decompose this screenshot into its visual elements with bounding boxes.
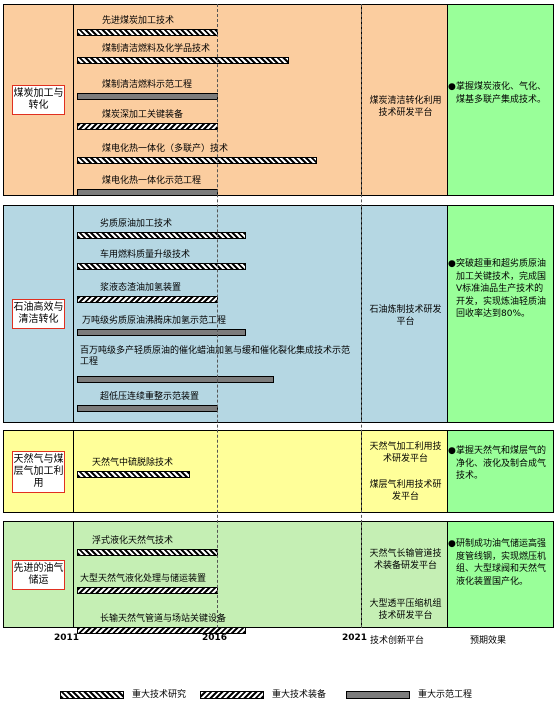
platform-text: 煤层气利用技术研发平台 [369, 480, 442, 502]
section-label: 煤炭加工与转化 [12, 85, 65, 115]
item-label: 煤电化热一体化（多联产）技术 [102, 144, 229, 154]
year-guide-2016 [217, 4, 218, 628]
timeline-bar-equip [77, 587, 218, 594]
bullet-icon: ● [448, 82, 456, 92]
section-label: 天然气与煤层气加工利用 [12, 450, 65, 493]
expected-text: ●掌握天然气和煤层气的净化、液化及制合成气技术。 [448, 446, 547, 481]
year-label-2021: 2021 [342, 633, 368, 643]
year-label-2011: 2011 [54, 633, 80, 643]
timeline-bar-equip [77, 296, 218, 303]
timeline-bar-equip [77, 627, 247, 634]
item-label: 煤制清洁燃料示范工程 [102, 80, 193, 90]
expected-cell: ●掌握天然气和煤层气的净化、液化及制合成气技术。 [448, 431, 553, 512]
timeline-cell: 天然气中硫脱除技术 [74, 431, 362, 512]
platform-cell: 石油炼制技术研发平台 [362, 206, 448, 422]
platform-text: 石油炼制技术研发平台 [369, 305, 442, 327]
timeline-cell: 劣质原油加工技术车用燃料质量升级技术浆液态渣油加氢装置万吨级劣质原油沸腾床加氢示… [74, 206, 362, 422]
legend-label: 重大技术研究 [132, 690, 187, 700]
timeline-bar-research [77, 549, 218, 556]
timeline-bar-research [77, 232, 247, 239]
bullet-icon: ● [448, 446, 456, 456]
timeline-bar-demo [77, 93, 218, 100]
bullet-icon: ● [448, 539, 456, 549]
legend-swatch [60, 691, 124, 699]
item-label: 浮式液化天然气技术 [92, 536, 174, 546]
expected-cell: ●研制成功油气储运高强度管线钢，实现燃压机组、大型球阀和天然气液化装置国产化。 [448, 522, 553, 627]
item-label: 长输天然气管道与场站关键设备 [100, 614, 227, 624]
item-label: 车用燃料质量升级技术 [100, 250, 191, 260]
timeline-bar-equip [77, 123, 218, 130]
legend-label: 重大示范工程 [418, 690, 473, 700]
section-coal: 煤炭加工与转化 先进煤炭加工技术煤制清洁燃料及化学品技术煤制清洁燃料示范工程煤炭… [3, 4, 554, 196]
timeline-bar-demo [77, 405, 218, 412]
year-label-2016: 2016 [202, 633, 228, 643]
item-label: 大型天然气液化处理与储运装置 [80, 574, 207, 584]
item-label: 煤制清洁燃料及化学品技术 [102, 44, 211, 54]
platform-header: 技术创新平台 [370, 636, 425, 646]
expected-text: ●掌握煤炭液化、气化、煤基多联产集成技术。 [448, 82, 547, 105]
platform-text: 煤炭清洁转化利用技术研发平台 [369, 96, 442, 118]
platform-text: 天然气加工利用技术研发平台 [369, 442, 442, 464]
item-label: 万吨级劣质原油沸腾床加氢示范工程 [82, 316, 227, 326]
section-label-cell: 先进的油气储运 [4, 522, 74, 627]
timeline-cell: 先进煤炭加工技术煤制清洁燃料及化学品技术煤制清洁燃料示范工程煤炭深加工关键装备煤… [74, 5, 362, 196]
platform-text: 大型透平压缩机组技术研发平台 [369, 599, 442, 621]
item-label: 超低压连续重整示范装置 [100, 392, 200, 402]
timeline-bar-research [77, 29, 218, 36]
item-label: 百万吨级多产轻质原油的催化蜡油加氢与缓和催化裂化集成技术示范工程 [80, 346, 351, 367]
timeline-bar-demo [77, 329, 247, 336]
item-label: 浆液态渣油加氢装置 [100, 283, 182, 293]
legend-swatch [200, 691, 264, 699]
timeline-bar-research [77, 471, 190, 478]
timeline-bar-research [77, 263, 247, 270]
timeline-bar-research [77, 157, 317, 164]
platform-cell: 天然气加工利用技术研发平台 煤层气利用技术研发平台 [362, 431, 448, 512]
section-gas: 天然气与煤层气加工利用 天然气中硫脱除技术 天然气加工利用技术研发平台 煤层气利… [3, 430, 554, 513]
expected-cell: ●突破超重和超劣质原油加工关键技术，完成国Ⅴ标准油品生产技术的开发，实现炼油轻质… [448, 206, 553, 422]
item-label: 天然气中硫脱除技术 [92, 458, 174, 468]
item-label: 劣质原油加工技术 [100, 219, 173, 229]
section-label-cell: 天然气与煤层气加工利用 [4, 431, 74, 512]
platform-text: 天然气长输管道技术装备研发平台 [369, 549, 442, 571]
year-guide-2021 [361, 4, 362, 628]
section-storage: 先进的油气储运 浮式液化天然气技术大型天然气液化处理与储运装置长输天然气管道与场… [3, 521, 554, 634]
expected-text: ●突破超重和超劣质原油加工关键技术，完成国Ⅴ标准油品生产技术的开发，实现炼油轻质… [448, 259, 547, 319]
platform-cell: 天然气长输管道技术装备研发平台 大型透平压缩机组技术研发平台 [362, 522, 448, 627]
timeline-bar-demo [77, 189, 218, 196]
legend-label: 重大技术装备 [272, 690, 327, 700]
timeline-cell: 浮式液化天然气技术大型天然气液化处理与储运装置长输天然气管道与场站关键设备 [74, 522, 362, 634]
section-petroleum: 石油高效与清洁转化 劣质原油加工技术车用燃料质量升级技术浆液态渣油加氢装置万吨级… [3, 205, 554, 423]
section-label: 先进的油气储运 [12, 559, 65, 590]
section-label-cell: 石油高效与清洁转化 [4, 206, 74, 422]
timeline-bar-demo [77, 376, 275, 383]
expected-cell: ●掌握煤炭液化、气化、煤基多联产集成技术。 [448, 5, 553, 195]
timeline-bar-research [77, 57, 289, 64]
bullet-icon: ● [448, 259, 456, 269]
expected-text: ●研制成功油气储运高强度管线钢，实现燃压机组、大型球阀和天然气液化装置国产化。 [448, 539, 547, 587]
section-label: 石油高效与清洁转化 [12, 299, 65, 329]
expected-header: 预期效果 [470, 636, 507, 646]
platform-cell: 煤炭清洁转化利用技术研发平台 [362, 5, 448, 195]
section-label-cell: 煤炭加工与转化 [4, 5, 74, 195]
legend-swatch [346, 691, 410, 699]
item-label: 煤炭深加工关键装备 [102, 110, 184, 120]
item-label: 煤电化热一体化示范工程 [102, 176, 202, 186]
item-label: 先进煤炭加工技术 [102, 16, 175, 26]
